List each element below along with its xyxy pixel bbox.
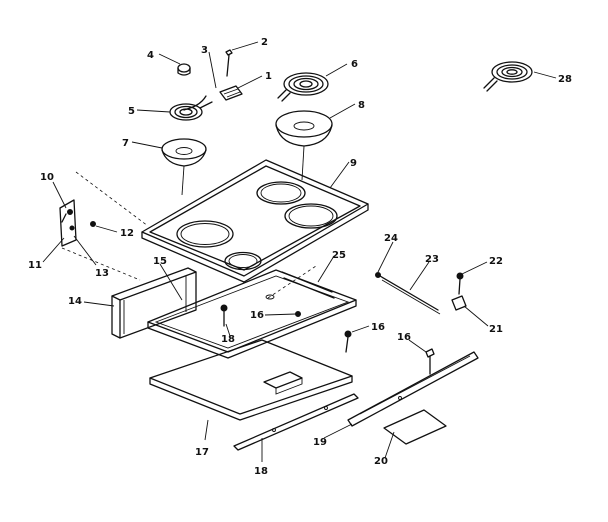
part-25-support xyxy=(281,271,335,299)
part-9-cooktop xyxy=(141,159,369,283)
part-18-screw xyxy=(220,304,228,327)
callout-19: 19 xyxy=(313,437,327,448)
callout-14: 14 xyxy=(68,296,82,307)
callout-13: 13 xyxy=(95,268,109,279)
callout-1: 1 xyxy=(265,71,272,82)
callout-16: 16 xyxy=(397,332,411,343)
callout-5: 5 xyxy=(128,106,135,117)
callout-25: 25 xyxy=(332,250,346,261)
callout-7: 7 xyxy=(122,138,129,149)
callout-4: 4 xyxy=(147,50,154,61)
callout-15: 15 xyxy=(153,256,167,267)
callout-18: 18 xyxy=(221,334,235,345)
part-14-front-panel xyxy=(111,267,197,339)
part-2-screw xyxy=(225,49,233,77)
part-8-large-drip-bowl xyxy=(275,110,333,181)
dashed-assembly-line xyxy=(267,265,317,299)
callout-21: 21 xyxy=(489,324,503,335)
part-16-screw xyxy=(295,311,301,317)
part-17-bottom-pan xyxy=(149,339,353,421)
part-18-rail xyxy=(233,393,359,451)
part-1-terminal-block xyxy=(183,85,243,111)
part-21-clip xyxy=(451,295,467,311)
callout-28: 28 xyxy=(558,74,572,85)
callout-18: 18 xyxy=(254,466,268,477)
callout-23: 23 xyxy=(425,254,439,265)
callout-2: 2 xyxy=(261,37,268,48)
callout-16: 16 xyxy=(250,310,264,321)
callout-24: 24 xyxy=(384,233,398,244)
part-16-screw xyxy=(344,330,352,353)
dashed-assembly-line xyxy=(75,171,149,227)
callout-22: 22 xyxy=(489,256,503,267)
part-4-knob xyxy=(177,63,191,76)
callout-17: 17 xyxy=(195,447,209,458)
part-20-plate xyxy=(383,409,447,445)
callout-9: 9 xyxy=(350,158,357,169)
callout-10: 10 xyxy=(40,172,54,183)
callout-12: 12 xyxy=(120,228,134,239)
part-16-screw xyxy=(425,348,435,375)
part-10-bracket xyxy=(59,199,77,247)
callout-8: 8 xyxy=(358,100,365,111)
part-22-screw xyxy=(456,272,464,295)
part-6-large-element xyxy=(277,72,329,102)
callout-20: 20 xyxy=(374,456,388,467)
leader-lines xyxy=(42,41,557,462)
callout-11: 11 xyxy=(28,260,42,271)
part-7-small-drip-bowl xyxy=(161,138,207,196)
callout-3: 3 xyxy=(201,45,208,56)
part-28-element xyxy=(483,61,533,92)
part-12-screw xyxy=(90,221,96,227)
part-5-small-element xyxy=(169,101,213,121)
dashed-assembly-line xyxy=(61,247,141,281)
part-23-rod xyxy=(375,272,441,315)
part-15-tray xyxy=(147,269,357,359)
part-19-side-rail xyxy=(347,351,479,427)
callout-16: 16 xyxy=(371,322,385,333)
callout-6: 6 xyxy=(351,59,358,70)
